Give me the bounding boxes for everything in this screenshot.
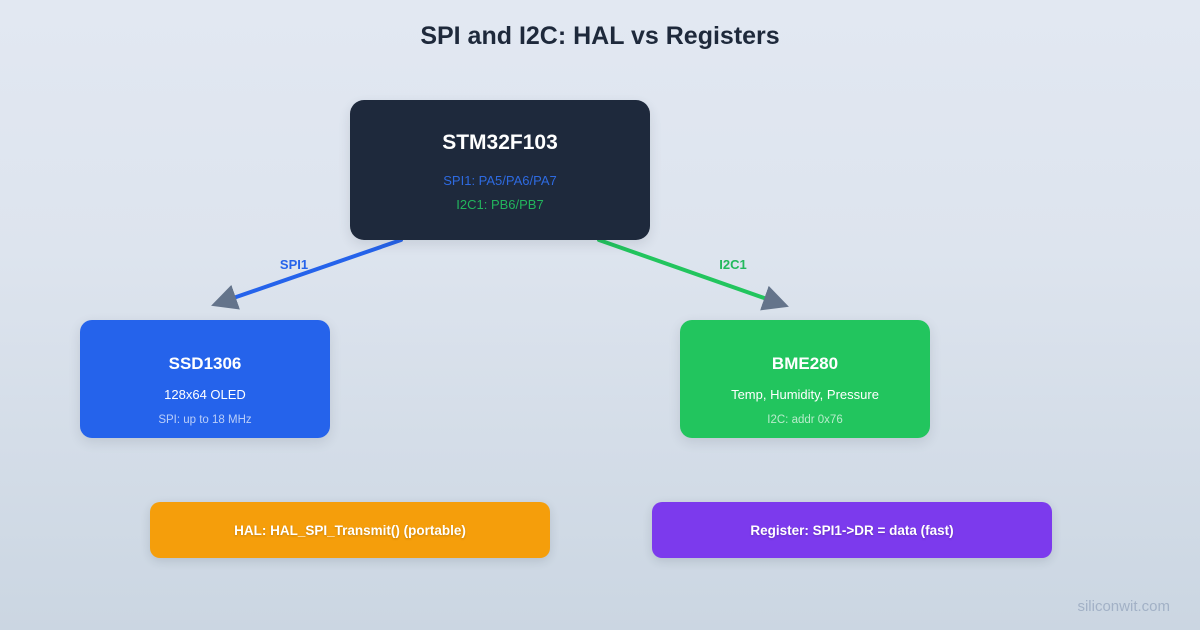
bme280-description: Temp, Humidity, Pressure [731, 387, 879, 402]
register-badge: Register: SPI1->DR = data (fast) [652, 502, 1052, 558]
spi-arrow-label: SPI1 [279, 257, 309, 272]
hal-badge: HAL: HAL_SPI_Transmit() (portable) [150, 502, 550, 558]
bme280-node: BME280 Temp, Humidity, Pressure I2C: add… [680, 320, 930, 438]
mcu-i2c-pins: I2C1: PB6/PB7 [456, 197, 544, 212]
ssd1306-detail: SPI: up to 18 MHz [158, 414, 252, 426]
ssd1306-description: 128x64 OLED [164, 387, 246, 402]
diagram-title: SPI and I2C: HAL vs Registers [420, 22, 780, 50]
mcu-name: STM32F103 [442, 131, 558, 154]
mcu-node: STM32F103 SPI1: PA5/PA6/PA7 I2C1: PB6/PB… [350, 100, 650, 240]
i2c-arrow-label: I2C1 [719, 257, 747, 272]
bme280-name: BME280 [771, 354, 839, 373]
ssd1306-node: SSD1306 128x64 OLED SPI: up to 18 MHz [80, 320, 330, 438]
watermark: siliconwit.com [1077, 598, 1170, 615]
mcu-spi-pins: SPI1: PA5/PA6/PA7 [443, 173, 557, 188]
bme280-detail: I2C: addr 0x76 [767, 414, 843, 426]
ssd1306-name: SSD1306 [168, 354, 242, 373]
